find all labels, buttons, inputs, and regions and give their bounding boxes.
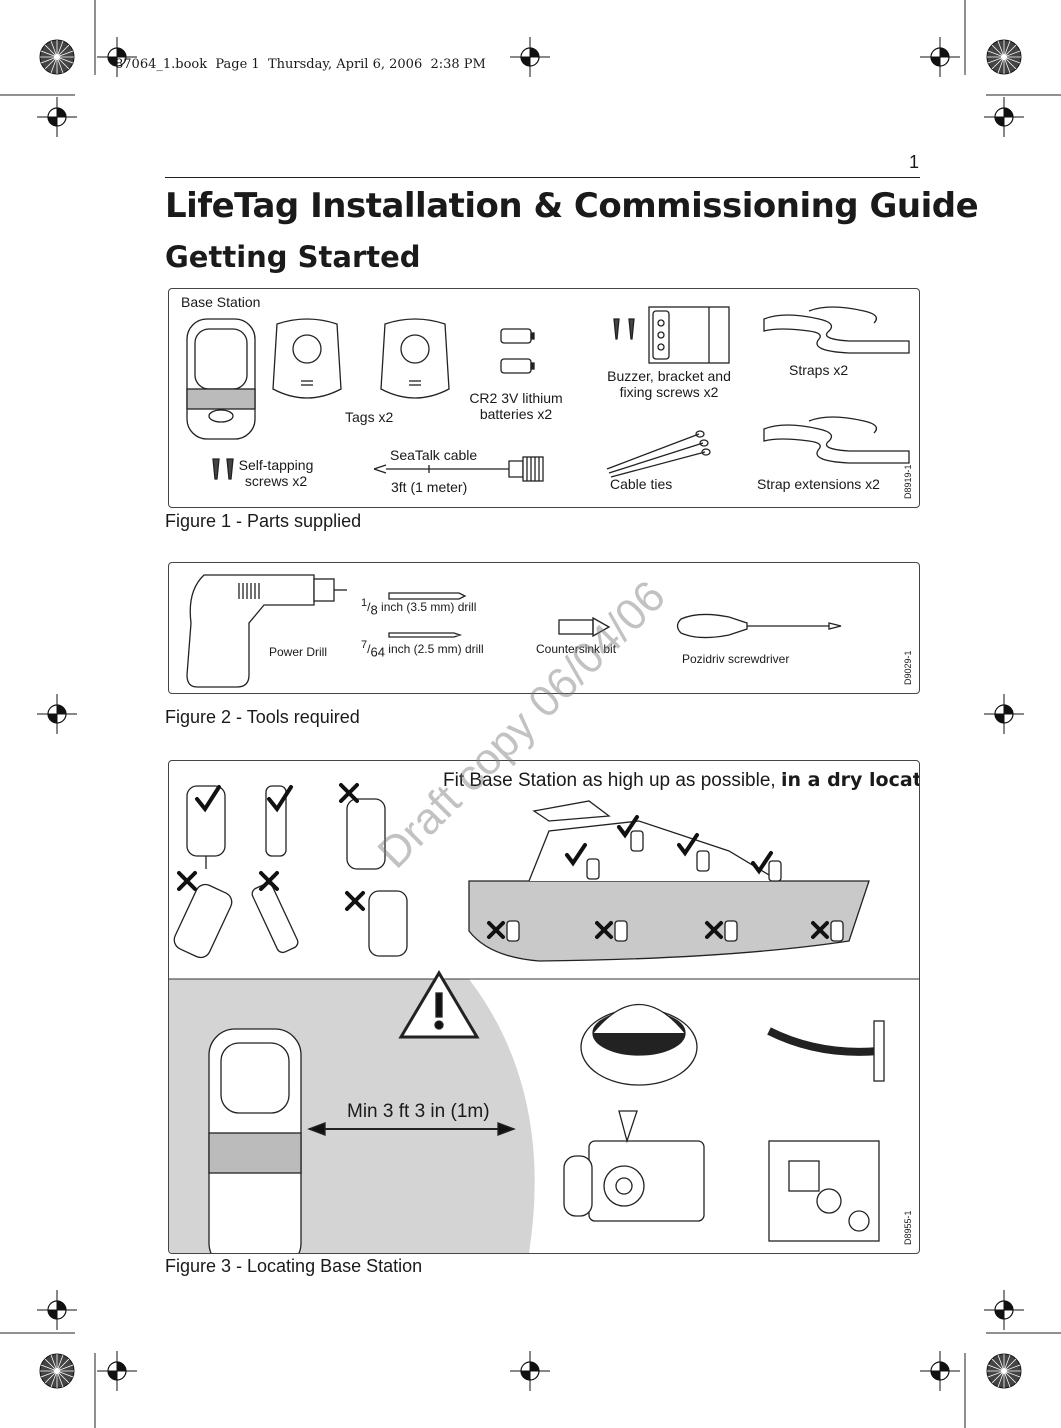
parts-illustration: [186, 306, 910, 482]
page-title: LifeTag Installation & Commissioning Gui…: [165, 186, 979, 226]
figure-1-code: D8919-1: [903, 464, 913, 499]
tools-illustration: [186, 574, 842, 688]
figure-2-code: D9029-1: [903, 650, 913, 685]
figure-3-code: D8955-1: [903, 1210, 913, 1245]
figure-3-caption: Figure 3 - Locating Base Station: [165, 1256, 423, 1276]
figure-1-caption: Figure 1 - Parts supplied: [165, 511, 362, 531]
print-header-note: 87064_1.book Page 1 Thursday, April 6, 2…: [115, 57, 486, 72]
location-illustration: [169, 783, 919, 1253]
label-base-station: Base Station: [181, 294, 261, 310]
page-number: 1: [908, 152, 919, 172]
figure-3-location-panel: Fit Base Station as high up as possible,…: [168, 760, 920, 1254]
header-rule: [165, 177, 920, 178]
label-countersink-bit: Countersink bit: [536, 642, 617, 656]
min-distance-label: Min 3 ft 3 in (1m): [347, 1101, 490, 1122]
label-seatalk-cable: SeaTalk cable: [390, 447, 478, 463]
label-pozidriv-screwdriver: Pozidriv screwdriver: [682, 652, 790, 666]
label-cable-length: 3ft (1 meter): [391, 479, 468, 495]
label-power-drill: Power Drill: [269, 645, 328, 659]
drill-bit-1-label: 1/8 inch (3.5 mm) drill: [361, 597, 477, 618]
fit-base-station-instruction: Fit Base Station as high up as possible,…: [443, 769, 919, 791]
label-cable-ties: Cable ties: [610, 476, 673, 492]
label-strap-extensions: Strap extensions x2: [757, 476, 880, 492]
label-straps: Straps x2: [789, 362, 849, 378]
figure-2-caption: Figure 2 - Tools required: [165, 707, 360, 727]
drill-bit-2-label: 7/64 inch (2.5 mm) drill: [361, 639, 484, 660]
label-tags: Tags x2: [345, 409, 394, 425]
section-title: Getting Started: [165, 240, 421, 274]
figure-2-tools-panel: 1/8 inch (3.5 mm) drill 7/64 inch (2.5 m…: [168, 562, 920, 694]
